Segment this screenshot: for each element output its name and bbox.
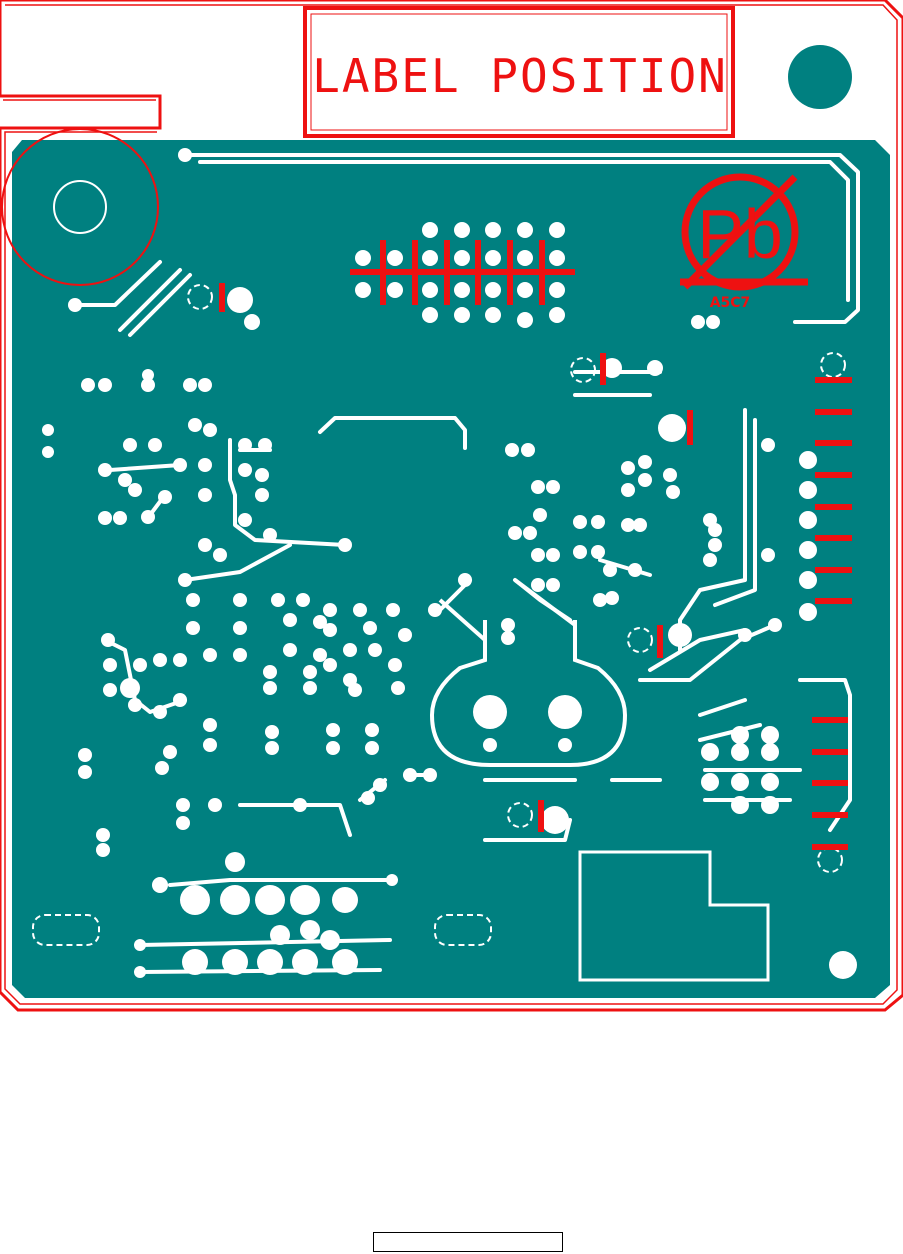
label-position-area: LABEL POSITION (305, 8, 733, 136)
fiducial-dot-icon (788, 45, 852, 109)
part-code-text: A5C7 (710, 295, 751, 311)
page-number-box (373, 1232, 563, 1252)
leadfree-text: Pb (697, 195, 783, 273)
label-position-text: LABEL POSITION (312, 49, 728, 103)
